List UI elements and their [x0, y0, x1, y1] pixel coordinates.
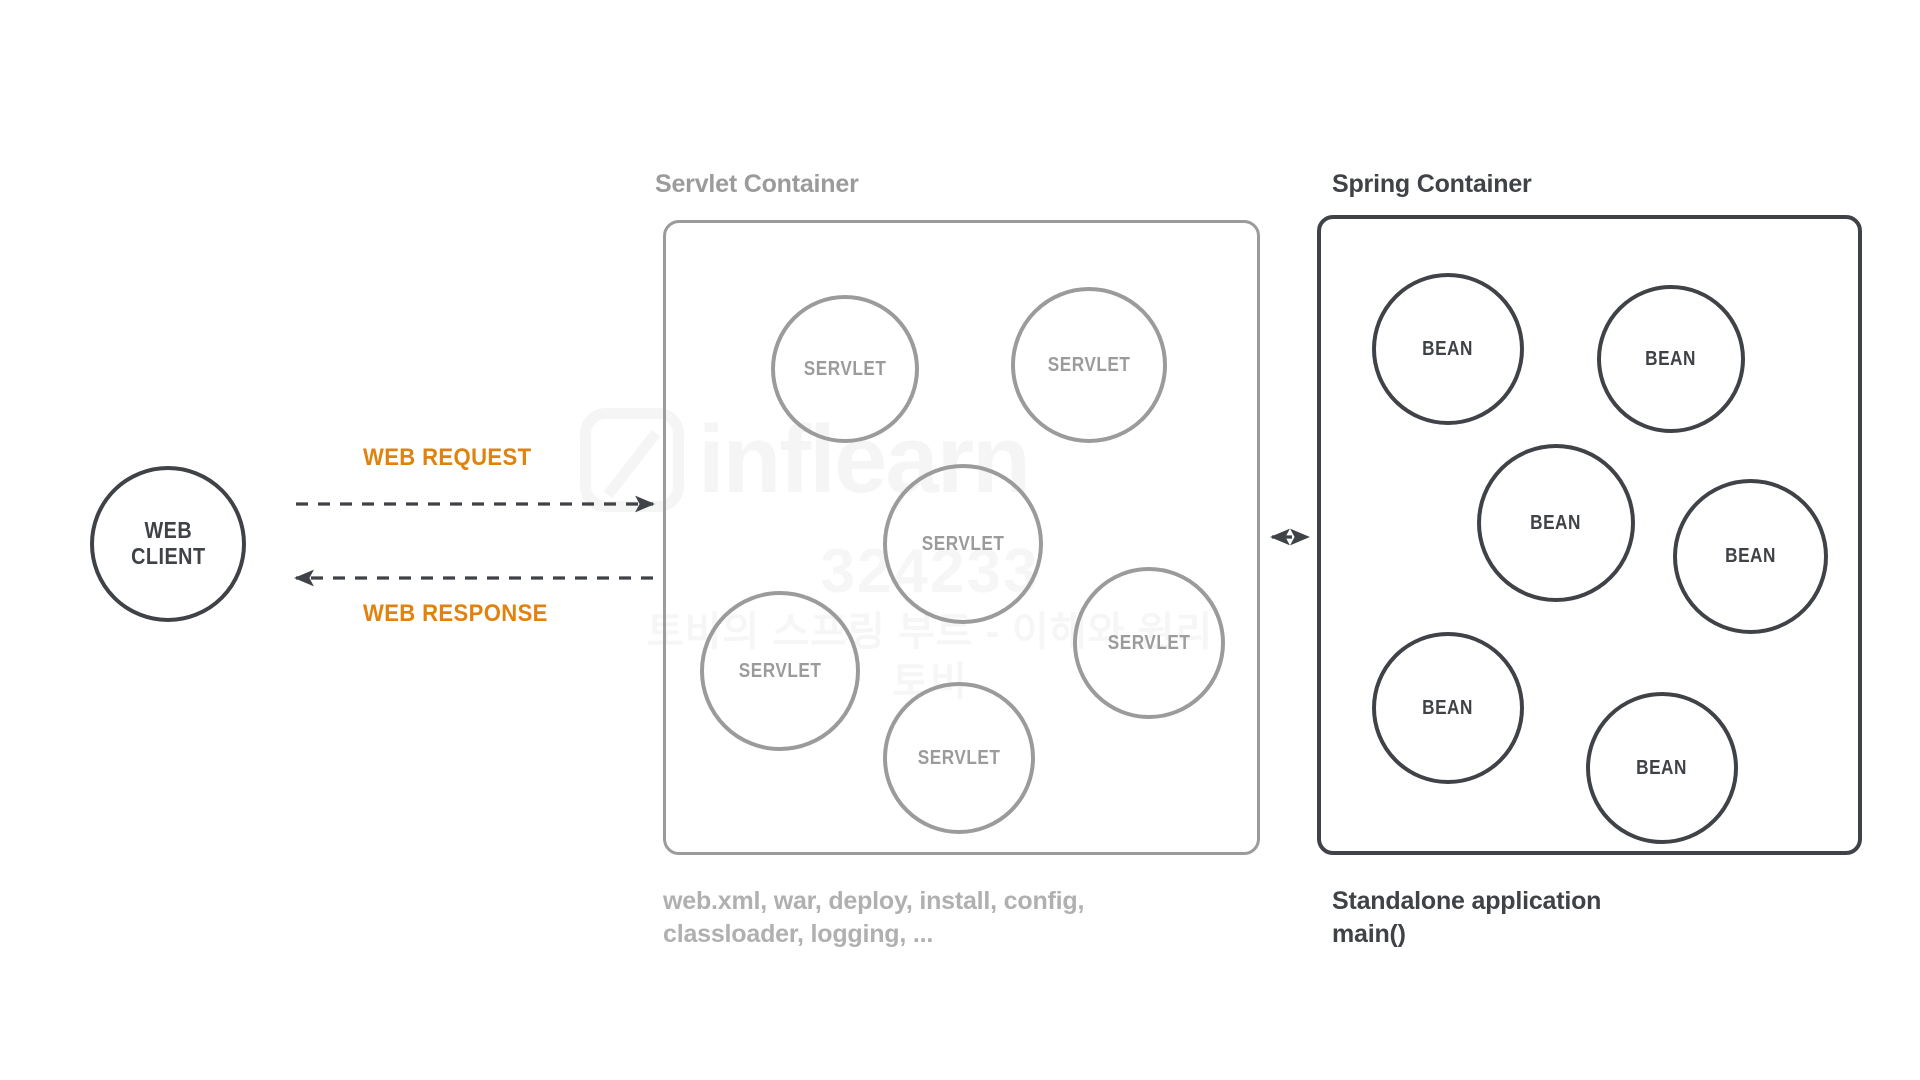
servlet-node: SERVLET — [771, 295, 919, 443]
web-client-node: WEB CLIENT — [90, 466, 246, 622]
spring-caption-line1: Standalone application — [1332, 887, 1602, 915]
bean-node: BEAN — [1372, 632, 1524, 784]
servlet-node: SERVLET — [1011, 287, 1167, 443]
bean-label: BEAN — [1725, 545, 1776, 568]
bean-label: BEAN — [1422, 696, 1474, 719]
bean-node: BEAN — [1586, 692, 1738, 844]
bean-node: BEAN — [1673, 479, 1828, 634]
bean-label: BEAN — [1530, 511, 1582, 534]
servlet-node: SERVLET — [700, 591, 860, 751]
web-client-label: WEB CLIENT — [130, 517, 206, 570]
servlet-label: SERVLET — [1107, 631, 1191, 654]
servlet-container-caption: web.xml, war, deploy, install, config, c… — [663, 885, 1223, 952]
web-client-label-line1: WEB — [144, 517, 192, 544]
web-client-label-line2: CLIENT — [130, 543, 206, 569]
bean-node: BEAN — [1477, 444, 1635, 602]
servlet-caption-line2: classloader, logging, ... — [663, 920, 934, 949]
servlet-label: SERVLET — [738, 659, 822, 682]
bean-label: BEAN — [1636, 756, 1688, 779]
spring-container-title: Spring Container — [1332, 170, 1532, 198]
servlet-container-box — [663, 220, 1260, 855]
servlet-node: SERVLET — [883, 464, 1043, 624]
spring-container-caption: Standalone application main() — [1332, 885, 1792, 952]
bean-label: BEAN — [1645, 347, 1697, 370]
servlet-label: SERVLET — [803, 357, 887, 380]
bean-label: BEAN — [1422, 337, 1474, 360]
spring-container-box — [1317, 215, 1862, 855]
servlet-caption-line1: web.xml, war, deploy, install, config, — [663, 887, 1085, 915]
spring-caption-line2: main() — [1332, 920, 1406, 949]
web-response-label: WEB RESPONSE — [363, 600, 548, 627]
web-request-label: WEB REQUEST — [363, 444, 532, 471]
servlet-node: SERVLET — [883, 682, 1035, 834]
servlet-label: SERVLET — [921, 532, 1005, 555]
bean-node: BEAN — [1597, 285, 1745, 433]
servlet-label: SERVLET — [917, 746, 1001, 769]
servlet-container-title: Servlet Container — [655, 170, 859, 198]
bean-node: BEAN — [1372, 273, 1524, 425]
servlet-node: SERVLET — [1073, 567, 1225, 719]
servlet-label: SERVLET — [1047, 353, 1131, 376]
